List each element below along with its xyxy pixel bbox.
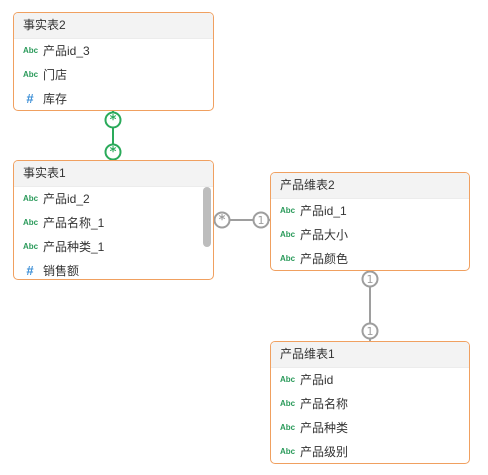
field-name: 门店 bbox=[43, 68, 68, 82]
text-type-icon: Abc bbox=[280, 206, 296, 215]
field-name: 产品id_1 bbox=[300, 204, 347, 218]
cardinality-one-marker: 1 bbox=[361, 270, 379, 288]
field-name: 产品颜色 bbox=[300, 252, 349, 266]
field-name: 产品种类 bbox=[300, 421, 349, 435]
field-row[interactable]: Abc 产品颜色 bbox=[271, 247, 469, 270]
field-name: 产品大小 bbox=[300, 228, 349, 242]
table-title: 产品维表1 bbox=[271, 342, 469, 368]
scrollbar-thumb[interactable] bbox=[203, 187, 211, 247]
field-row[interactable]: Abc 产品种类 bbox=[271, 416, 469, 440]
table-title: 事实表2 bbox=[14, 13, 213, 39]
field-row[interactable]: Abc 产品级别 bbox=[271, 440, 469, 463]
svg-text:*: * bbox=[110, 113, 117, 128]
field-name: 产品级别 bbox=[300, 445, 349, 459]
number-type-icon: # bbox=[26, 91, 34, 106]
text-type-icon: Abc bbox=[280, 230, 296, 239]
cardinality-many-marker: * bbox=[104, 111, 122, 129]
number-type-icon: # bbox=[26, 263, 34, 278]
text-type-icon: Abc bbox=[23, 242, 39, 251]
text-type-icon: Abc bbox=[280, 254, 296, 263]
cardinality-one-marker: 1 bbox=[361, 322, 379, 340]
field-row[interactable]: Abc 门店 bbox=[14, 63, 213, 87]
field-row[interactable]: Abc 产品id bbox=[271, 368, 469, 392]
svg-text:*: * bbox=[219, 213, 226, 228]
table-title: 事实表1 bbox=[14, 161, 213, 187]
field-name: 产品id bbox=[300, 373, 334, 387]
svg-text:1: 1 bbox=[367, 273, 374, 286]
field-name: 产品id_3 bbox=[43, 44, 90, 58]
text-type-icon: Abc bbox=[23, 194, 39, 203]
text-type-icon: Abc bbox=[280, 399, 296, 408]
text-type-icon: Abc bbox=[23, 218, 39, 227]
field-row[interactable]: Abc 产品名称_1 bbox=[14, 211, 213, 235]
text-type-icon: Abc bbox=[280, 423, 296, 432]
field-row[interactable]: Abc 产品id_1 bbox=[271, 199, 469, 223]
field-row[interactable]: Abc 产品种类_1 bbox=[14, 235, 213, 259]
field-row[interactable]: Abc 产品大小 bbox=[271, 223, 469, 247]
field-name: 产品种类_1 bbox=[43, 240, 105, 254]
cardinality-many-marker: * bbox=[213, 211, 231, 229]
field-name: 产品名称 bbox=[300, 397, 349, 411]
table-title: 产品维表2 bbox=[271, 173, 469, 199]
cardinality-one-marker: 1 bbox=[252, 211, 270, 229]
field-row[interactable]: Abc 产品id_2 bbox=[14, 187, 213, 211]
text-type-icon: Abc bbox=[280, 447, 296, 456]
field-row[interactable]: # 销售额 bbox=[14, 259, 213, 279]
field-name: 库存 bbox=[43, 92, 68, 106]
field-name: 产品id_2 bbox=[43, 192, 90, 206]
svg-text:*: * bbox=[110, 145, 117, 160]
field-name: 产品名称_1 bbox=[43, 216, 105, 230]
text-type-icon: Abc bbox=[280, 375, 296, 384]
text-type-icon: Abc bbox=[23, 70, 39, 79]
field-name: 销售额 bbox=[43, 264, 80, 278]
svg-text:1: 1 bbox=[367, 325, 374, 338]
field-row[interactable]: Abc 产品id_3 bbox=[14, 39, 213, 63]
text-type-icon: Abc bbox=[23, 46, 39, 55]
field-row[interactable]: Abc 产品名称 bbox=[271, 392, 469, 416]
svg-text:1: 1 bbox=[258, 214, 265, 227]
field-row[interactable]: # 库存 bbox=[14, 87, 213, 110]
cardinality-many-marker: * bbox=[104, 143, 122, 161]
